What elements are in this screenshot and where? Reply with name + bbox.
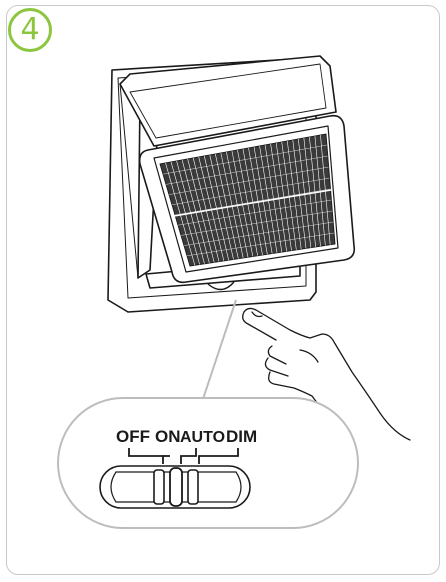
switch-knob[interactable]: [170, 468, 182, 506]
step-number-badge: 4: [8, 8, 52, 52]
slide-switch-icon[interactable]: [100, 466, 250, 508]
switch-label-off: OFF: [116, 427, 150, 446]
switch-label-dim: DIM: [226, 427, 257, 446]
switch-label-on: ON: [155, 427, 181, 446]
switch-slot-off: [154, 470, 164, 504]
step-number: 4: [8, 8, 52, 52]
switch-label-auto: AUTO: [180, 429, 225, 446]
switch-slot-dim: [188, 470, 198, 504]
switch-labels: OFF ON AUTO DIM: [116, 427, 257, 446]
